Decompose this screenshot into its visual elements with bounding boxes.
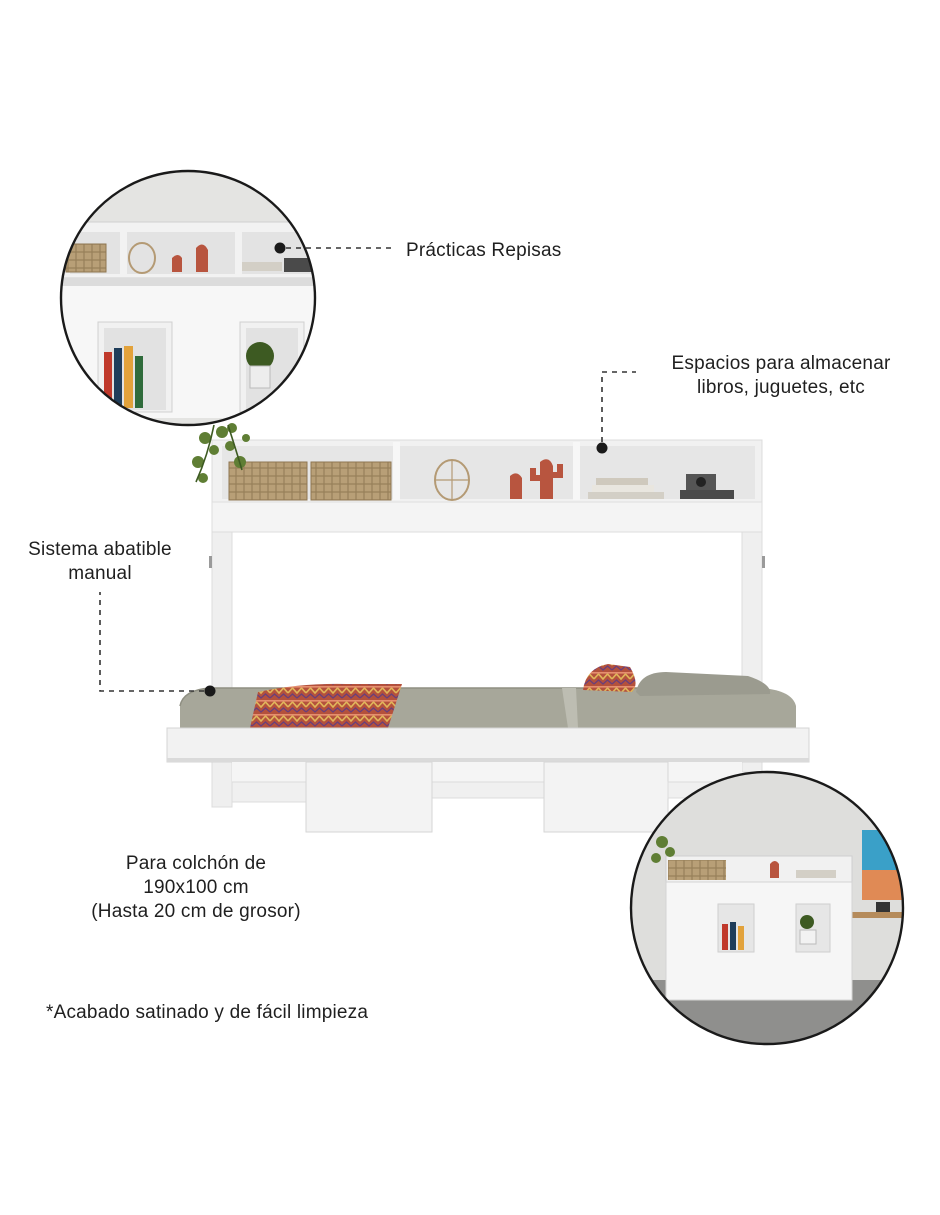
- detail-circle-shelves: [59, 169, 317, 427]
- label-storage-line2: libros, juguetes, etc: [697, 377, 865, 398]
- basket: [310, 461, 392, 501]
- label-storage: Espacios para almacenar libros, juguetes…: [646, 352, 916, 400]
- fold-leg: [305, 761, 433, 833]
- label-fold-system-line1: Sistema abatible: [28, 539, 172, 560]
- label-finish: *Acabado satinado y de fácil limpieza: [46, 1001, 368, 1025]
- leader-lines: [99, 242, 636, 697]
- label-storage-line1: Espacios para almacenar: [671, 353, 891, 374]
- detail-circle-room: [629, 770, 905, 1046]
- label-mattress-line1: Para colchón de: [125, 853, 267, 874]
- label-shelves: Prácticas Repisas: [406, 239, 561, 263]
- label-mattress-line3: (Hasta 20 cm de grosor): [91, 901, 301, 922]
- blanket: [250, 683, 402, 728]
- cushion: [583, 664, 636, 692]
- label-mattress-line2: 190x100 cm: [143, 877, 249, 898]
- label-finish-text: *Acabado satinado y de fácil limpieza: [46, 1002, 369, 1023]
- label-shelves-text: Prácticas Repisas: [406, 240, 562, 261]
- label-fold-system-line2: manual: [68, 563, 132, 584]
- hanging-plant: [192, 423, 250, 483]
- pillow: [636, 672, 771, 696]
- wall-bed-unit: [166, 423, 810, 833]
- fold-leg: [543, 761, 669, 833]
- label-fold-system: Sistema abatible manual: [10, 538, 190, 586]
- bed-base: [166, 727, 810, 763]
- label-mattress: Para colchón de 190x100 cm (Hasta 20 cm …: [62, 852, 330, 924]
